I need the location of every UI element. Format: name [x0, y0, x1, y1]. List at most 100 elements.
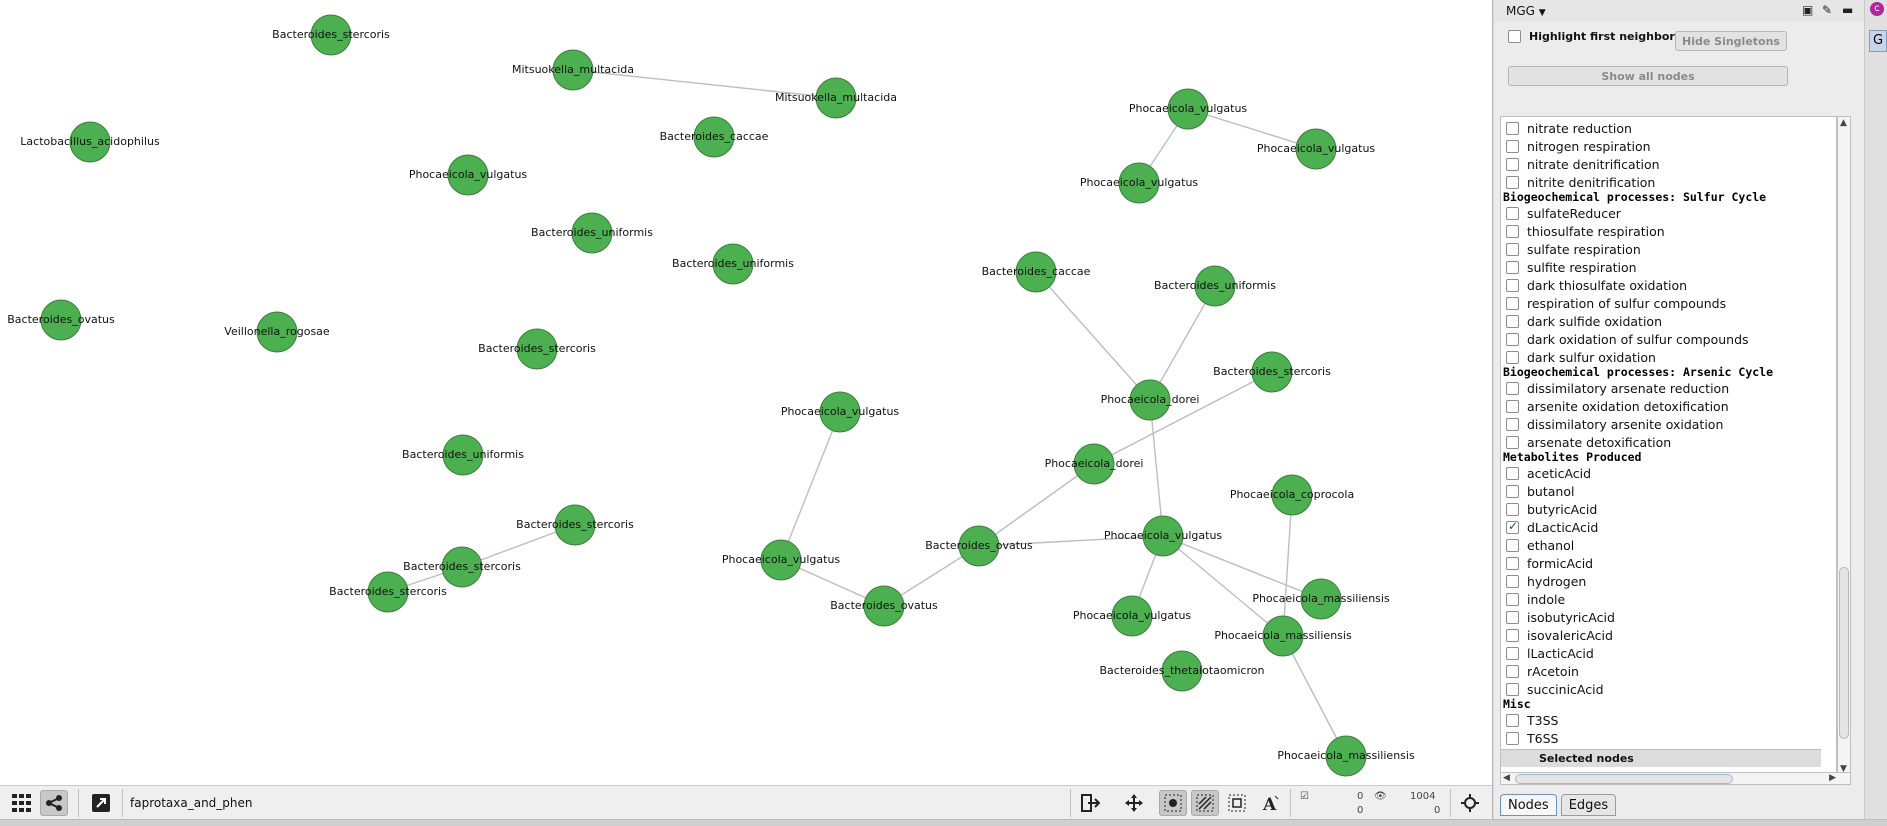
scroll-down-icon[interactable]: ▼ [1840, 764, 1847, 774]
network-node[interactable]: Phocaeicola_vulgatus [722, 539, 841, 581]
filter-item[interactable]: dark sulfur oxidation [1501, 348, 1821, 366]
network-node[interactable]: Mitsuokella_multacida [512, 49, 634, 91]
filter-checkbox[interactable] [1506, 556, 1519, 570]
filter-checkbox[interactable] [1506, 206, 1519, 220]
node-circle[interactable] [1194, 265, 1236, 307]
pin-icon[interactable]: ✎ [1822, 3, 1833, 17]
network-node[interactable]: Phocaeicola_massiliensis [1277, 735, 1415, 777]
network-node[interactable]: Bacteroides_stercoris [516, 504, 634, 546]
filter-checkbox[interactable] [1506, 121, 1519, 135]
node-circle[interactable] [1167, 88, 1209, 130]
horizontal-scroll-thumb[interactable] [1515, 774, 1733, 784]
filter-checkbox[interactable] [1506, 466, 1519, 480]
node-circle[interactable] [815, 77, 857, 119]
filter-item[interactable]: sulfate respiration [1501, 240, 1821, 258]
filter-checkbox[interactable] [1506, 175, 1519, 189]
node-circle[interactable] [552, 49, 594, 91]
app-badge-icon[interactable]: c [1870, 2, 1884, 16]
network-edge[interactable] [1162, 535, 1284, 637]
filter-item[interactable]: T3SS [1501, 711, 1821, 729]
node-circle[interactable] [1300, 578, 1342, 620]
vertical-scroll-thumb[interactable] [1839, 567, 1849, 739]
filter-item[interactable]: dissimilatory arsenate reduction [1501, 379, 1821, 397]
network-edge[interactable] [1149, 285, 1216, 401]
fit-view-icon[interactable] [1456, 790, 1484, 816]
node-circle[interactable] [571, 212, 613, 254]
filter-item[interactable]: arsenite oxidation detoxification [1501, 397, 1821, 415]
network-node[interactable]: Phocaeicola_massiliensis [1252, 578, 1390, 620]
move-icon[interactable] [1120, 790, 1148, 816]
filter-checkbox[interactable] [1506, 224, 1519, 238]
filter-checkbox[interactable] [1506, 399, 1519, 413]
node-circle[interactable] [1161, 650, 1203, 692]
filter-item[interactable]: nitrite denitrification [1501, 173, 1821, 191]
filter-checkbox[interactable] [1506, 574, 1519, 588]
network-node[interactable]: Mitsuokella_multacida [775, 77, 897, 119]
filter-item[interactable]: indole [1501, 590, 1821, 608]
network-node[interactable]: Phocaeicola_dorei [1045, 443, 1144, 485]
filter-item[interactable]: dark thiosulfate oxidation [1501, 276, 1821, 294]
network-node[interactable]: Bacteroides_ovatus [7, 299, 115, 341]
export-icon[interactable] [1076, 790, 1104, 816]
filter-checkbox[interactable] [1506, 502, 1519, 516]
filter-item[interactable]: sulfite respiration [1501, 258, 1821, 276]
network-node[interactable]: Bacteroides_stercoris [329, 571, 447, 613]
node-circle[interactable] [819, 391, 861, 433]
network-node[interactable]: Phocaeicola_coprocola [1230, 474, 1354, 516]
filter-item[interactable]: formicAcid [1501, 554, 1821, 572]
select-annotations-icon[interactable] [1223, 790, 1251, 816]
open-external-icon[interactable] [87, 790, 115, 816]
filter-checkbox[interactable] [1506, 592, 1519, 606]
node-circle[interactable] [760, 539, 802, 581]
node-circle[interactable] [310, 14, 352, 56]
highlight-neighbors-row[interactable]: Highlight first neighbors [1508, 30, 1681, 43]
network-node[interactable]: Bacteroides_stercoris [403, 546, 521, 588]
filter-checkbox[interactable] [1506, 381, 1519, 395]
node-circle[interactable] [1073, 443, 1115, 485]
filter-checkbox[interactable] [1506, 646, 1519, 660]
node-circle[interactable] [69, 121, 111, 163]
filter-item[interactable]: butyricAcid [1501, 500, 1821, 518]
network-node[interactable]: Phocaeicola_vulgatus [409, 154, 528, 196]
filter-item[interactable]: T6SS [1501, 729, 1821, 747]
panel-title-dropdown[interactable]: MGG ▼ [1506, 4, 1546, 18]
filter-checkbox[interactable] [1506, 260, 1519, 274]
network-edge[interactable] [1035, 271, 1151, 401]
node-circle[interactable] [863, 585, 905, 627]
network-edge[interactable] [1282, 494, 1293, 637]
network-edge[interactable] [1149, 399, 1164, 537]
network-edge[interactable] [1187, 108, 1317, 150]
network-edge[interactable] [572, 69, 837, 99]
network-node[interactable]: Bacteroides_caccae [660, 116, 769, 158]
network-canvas[interactable]: Bacteroides_stercoris Mitsuokella_multaci… [0, 0, 1493, 785]
network-node[interactable]: Phocaeicola_dorei [1101, 379, 1200, 421]
network-graph[interactable]: Bacteroides_stercoris Mitsuokella_multaci… [0, 0, 1493, 785]
text-annotation-icon[interactable]: A [1256, 790, 1284, 816]
filter-item[interactable]: sulfateReducer [1501, 204, 1821, 222]
network-node[interactable]: Bacteroides_uniformis [531, 212, 653, 254]
filter-checkbox[interactable] [1506, 538, 1519, 552]
share-network-icon[interactable] [40, 790, 68, 816]
filter-checkbox[interactable] [1506, 417, 1519, 431]
filter-checkbox[interactable] [1506, 484, 1519, 498]
network-edge[interactable] [1162, 535, 1322, 600]
vertical-scrollbar[interactable]: ▲ ▼ [1837, 116, 1851, 776]
node-circle[interactable] [367, 571, 409, 613]
filter-checkbox[interactable] [1506, 664, 1519, 678]
filter-checkbox[interactable] [1506, 242, 1519, 256]
show-all-nodes-button[interactable]: Show all nodes [1508, 66, 1788, 86]
node-circle[interactable] [441, 546, 483, 588]
filter-checkbox[interactable] [1506, 139, 1519, 153]
filter-checkbox[interactable] [1506, 157, 1519, 171]
node-circle[interactable] [1015, 251, 1057, 293]
network-edge[interactable] [978, 463, 1095, 547]
filter-checkbox[interactable] [1506, 435, 1519, 449]
float-window-icon[interactable]: ▣ [1802, 3, 1814, 17]
filter-item[interactable]: nitrate reduction [1501, 119, 1821, 137]
filter-item[interactable]: succinicAcid [1501, 680, 1821, 698]
selected-nodes-header[interactable]: Selected nodes [1501, 749, 1821, 767]
node-circle[interactable] [693, 116, 735, 158]
grid-icon[interactable] [8, 790, 36, 816]
filter-checkbox[interactable] [1506, 713, 1519, 727]
filter-item[interactable]: dLacticAcid [1501, 518, 1821, 536]
